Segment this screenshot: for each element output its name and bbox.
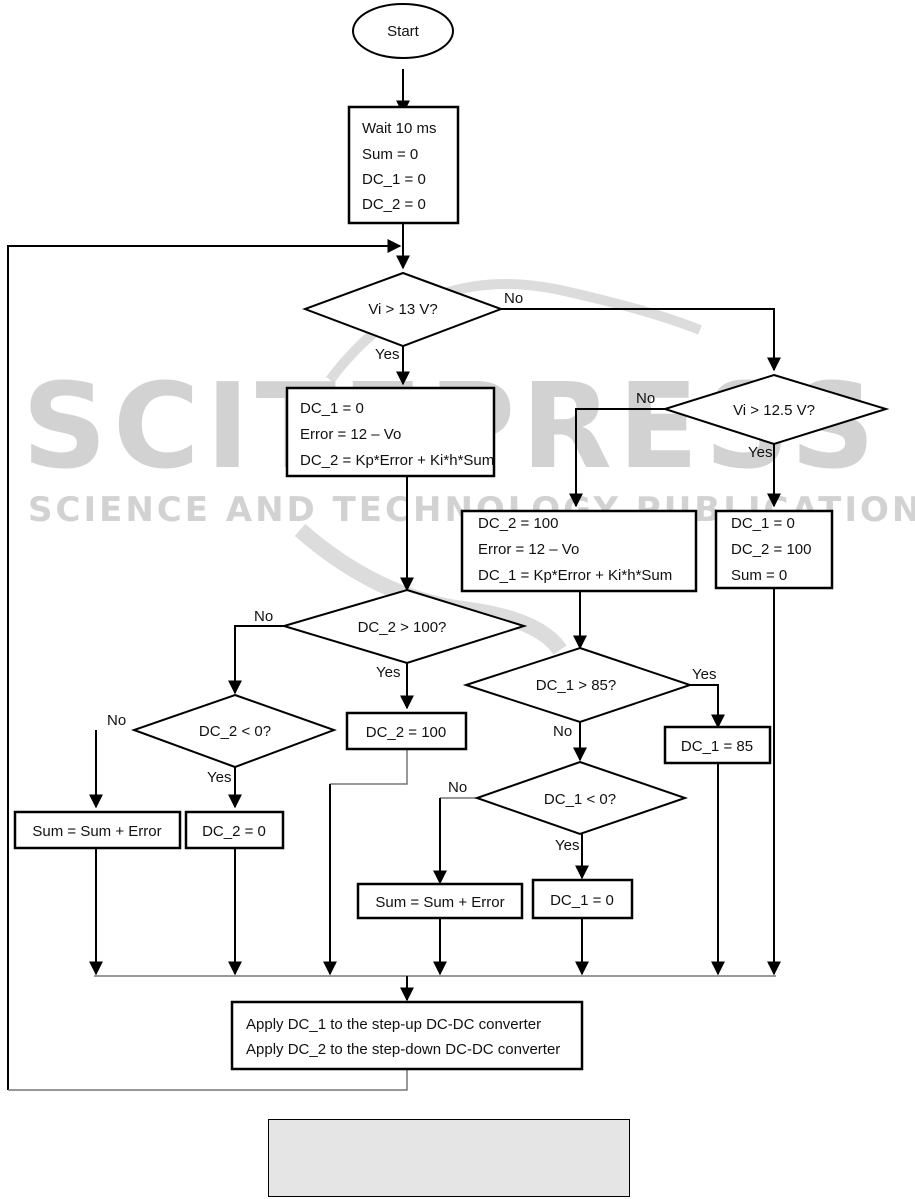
node-set-dc2-0-text: DC_2 = 0 <box>202 823 266 840</box>
decision-dc2-gt-100-text: DC_2 > 100? <box>358 619 447 636</box>
node-apply: Apply DC_1 to the step-up DC-DC converte… <box>230 1000 584 1071</box>
label-dc1lt0-yes: Yes <box>555 837 579 854</box>
decision-dc1-lt-0: DC_1 < 0? <box>473 760 689 836</box>
decision-vi13-text: Vi > 13 V? <box>368 301 437 318</box>
node-set-dc1-85: DC_1 = 85 <box>663 725 772 765</box>
node-start: Start <box>352 3 454 59</box>
node-sum-right: Sum = Sum + Error <box>356 882 524 920</box>
node-buck-line-3: DC_2 = Kp*Error + Ki*h*Sum <box>300 452 494 469</box>
decision-dc2-gt-100: DC_2 > 100? <box>280 588 528 665</box>
decision-dc1-lt-0-text: DC_1 < 0? <box>544 791 616 808</box>
node-boost-line-2: Error = 12 – Vo <box>478 541 579 558</box>
connectors <box>7 69 781 1091</box>
node-init-line-2: Sum = 0 <box>362 146 418 163</box>
decision-dc2-lt-0: DC_2 < 0? <box>131 693 337 769</box>
node-init-line-3: DC_1 = 0 <box>362 171 426 188</box>
node-set-dc2-0: DC_2 = 0 <box>184 810 285 850</box>
node-set-dc2-100-text: DC_2 = 100 <box>366 724 446 741</box>
decision-dc1-gt-85: DC_1 > 85? <box>462 646 694 724</box>
label-dc2lt0-yes: Yes <box>207 769 231 786</box>
edge-loop-back <box>7 239 402 1090</box>
decision-dc2-lt-0-text: DC_2 < 0? <box>199 723 271 740</box>
decision-vi13: Vi > 13 V? <box>302 271 504 348</box>
label-dc2gt100-no: No <box>254 608 273 625</box>
node-init-line-1: Wait 10 ms <box>362 120 436 137</box>
node-set-dc1-0-text: DC_1 = 0 <box>550 892 614 909</box>
label-vi125-no: No <box>636 390 655 407</box>
node-set-dc1-85-text: DC_1 = 85 <box>681 738 753 755</box>
node-sum-left-text: Sum = Sum + Error <box>32 823 161 840</box>
node-buck-line-2: Error = 12 – Vo <box>300 426 401 443</box>
node-set-dc1-0: DC_1 = 0 <box>531 878 634 920</box>
node-sum-right-text: Sum = Sum + Error <box>375 894 504 911</box>
node-sum-left: Sum = Sum + Error <box>13 810 182 850</box>
node-start-text: Start <box>387 23 420 40</box>
edge-vi13-no <box>501 308 781 372</box>
node-buck-control: DC_1 = 0 Error = 12 – Vo DC_2 = Kp*Error… <box>285 386 496 478</box>
label-dc1lt0-no: No <box>448 779 467 796</box>
label-vi125-yes: Yes <box>748 444 772 461</box>
label-dc1gt85-yes: Yes <box>692 666 716 683</box>
node-set-dc2-100: DC_2 = 100 <box>345 711 468 751</box>
node-bypass-line-2: DC_2 = 100 <box>731 541 811 558</box>
label-dc1gt85-no: No <box>553 723 572 740</box>
decision-dc1-gt-85-text: DC_1 > 85? <box>536 677 616 694</box>
edge-dc1gt85-yes <box>690 684 725 729</box>
edge-dc2100-down-a <box>330 750 408 785</box>
node-buck-line-1: DC_1 = 0 <box>300 400 364 417</box>
edge-dc2gt100-no <box>228 625 284 695</box>
node-boost-line-3: DC_1 = Kp*Error + Ki*h*Sum <box>478 567 672 584</box>
node-init: Wait 10 ms Sum = 0 DC_1 = 0 DC_2 = 0 <box>347 105 460 225</box>
label-dc2lt0-no: No <box>107 712 126 729</box>
decision-vi125: Vi > 12.5 V? <box>661 373 890 446</box>
edge-vi125-no <box>569 408 665 508</box>
edge-apply-loop <box>8 1070 408 1091</box>
node-apply-line-1: Apply DC_1 to the step-up DC-DC converte… <box>246 1016 541 1033</box>
node-init-line-4: DC_2 = 0 <box>362 196 426 213</box>
node-apply-line-2: Apply DC_2 to the step-down DC-DC conver… <box>246 1041 560 1058</box>
node-bypass-line-3: Sum = 0 <box>731 567 787 584</box>
caption-box <box>268 1119 630 1197</box>
label-vi13-no: No <box>504 290 523 307</box>
node-boost-line-1: DC_2 = 100 <box>478 515 558 532</box>
label-vi13-yes: Yes <box>375 346 399 363</box>
node-boost-control: DC_2 = 100 Error = 12 – Vo DC_1 = Kp*Err… <box>460 509 698 593</box>
node-bypass: DC_1 = 0 DC_2 = 100 Sum = 0 <box>714 509 834 590</box>
decision-vi125-text: Vi > 12.5 V? <box>733 402 815 419</box>
label-dc2gt100-yes: Yes <box>376 664 400 681</box>
node-bypass-line-1: DC_1 = 0 <box>731 515 795 532</box>
